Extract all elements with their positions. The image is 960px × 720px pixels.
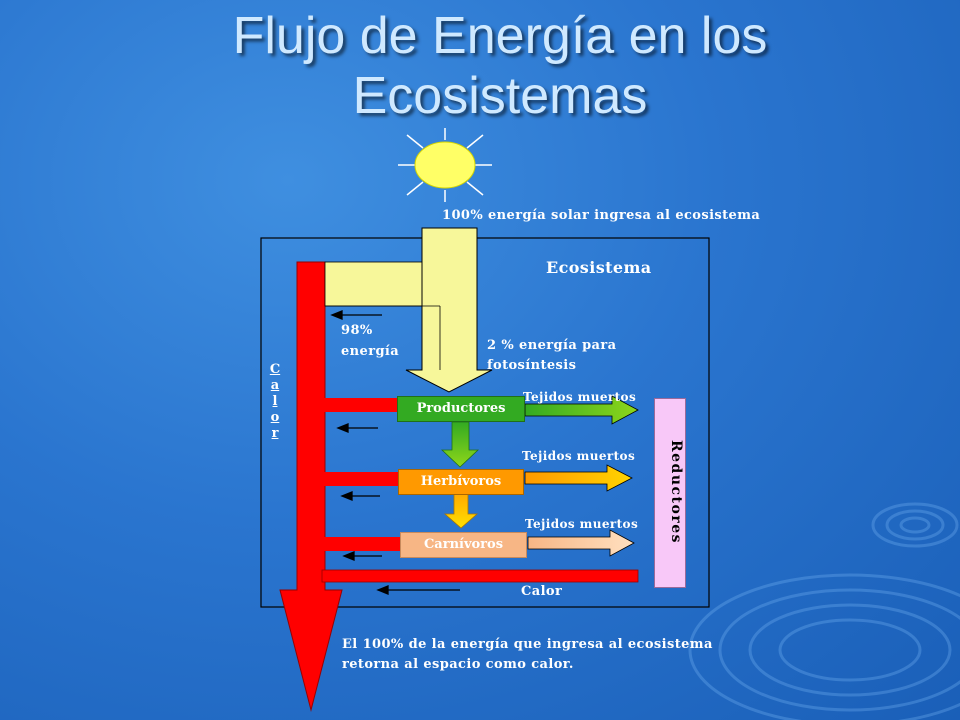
flow-herbivoros-to-carnivoros bbox=[443, 493, 479, 529]
heat-flow-arrow bbox=[279, 261, 343, 712]
heat-bar-productores bbox=[322, 398, 400, 412]
photosynthesis-label-line1: 2 % energía para bbox=[487, 338, 617, 353]
solar-flow-arrow bbox=[405, 227, 493, 393]
heat-letter: r bbox=[271, 426, 279, 441]
node-reductores-label: Reductores bbox=[668, 439, 684, 544]
dead-tissue-arrow-herbivoros bbox=[524, 464, 633, 492]
heat-loss-arrow-carnivoros bbox=[342, 551, 382, 561]
flow-productores-to-herbivoros bbox=[440, 421, 480, 468]
conclusion-line1: El 100% de la energía que ingresa al eco… bbox=[342, 637, 713, 652]
heat-loss-arrow-herbivoros bbox=[340, 491, 380, 501]
heat-letter: l bbox=[272, 394, 278, 409]
ecosystem-boundary bbox=[260, 237, 710, 608]
heat-letter: o bbox=[270, 410, 280, 425]
heat-loss-arrow-98 bbox=[330, 310, 382, 320]
node-reductores-box bbox=[654, 398, 686, 588]
heat-bar-reductores bbox=[321, 569, 639, 583]
ecosystem-label: Ecosistema bbox=[546, 258, 652, 277]
heat-letter: a bbox=[270, 378, 280, 393]
dead-tissue-arrow-carnivoros bbox=[527, 529, 635, 557]
heat-loss-arrow-reductores bbox=[376, 585, 460, 595]
dead-tissue-arrow-productores bbox=[524, 395, 639, 425]
heat-bar-carnivoros bbox=[322, 537, 400, 551]
dead-tissue-label-1: Tejidos muertos bbox=[523, 390, 637, 404]
heat-bar-herbivoros bbox=[322, 472, 400, 486]
heat-loss-arrow-productores bbox=[336, 423, 378, 433]
heat-vertical-label: C a l o r bbox=[267, 362, 283, 442]
heat-letter: C bbox=[269, 362, 281, 377]
conclusion-line2: retorna al espacio como calor. bbox=[342, 657, 574, 672]
photosynthesis-label-line2: fotosíntesis bbox=[487, 358, 577, 373]
sun-icon bbox=[398, 128, 492, 202]
dead-tissue-label-3: Tejidos muertos bbox=[525, 517, 639, 531]
slide-title: Flujo de Energía en los Ecosistemas bbox=[232, 7, 768, 125]
dead-tissue-label-2: Tejidos muertos bbox=[522, 449, 636, 463]
node-herbivoros: Herbívoros bbox=[398, 469, 524, 495]
heat-bottom-label: Calor bbox=[521, 584, 563, 599]
energy-98-label-line2: energía bbox=[341, 344, 400, 359]
node-productores: Productores bbox=[397, 396, 525, 422]
node-carnivoros: Carnívoros bbox=[400, 532, 527, 558]
solar-input-label: 100% energía solar ingresa al ecosistema bbox=[442, 208, 761, 223]
energy-98-label-line1: 98% bbox=[341, 323, 373, 338]
